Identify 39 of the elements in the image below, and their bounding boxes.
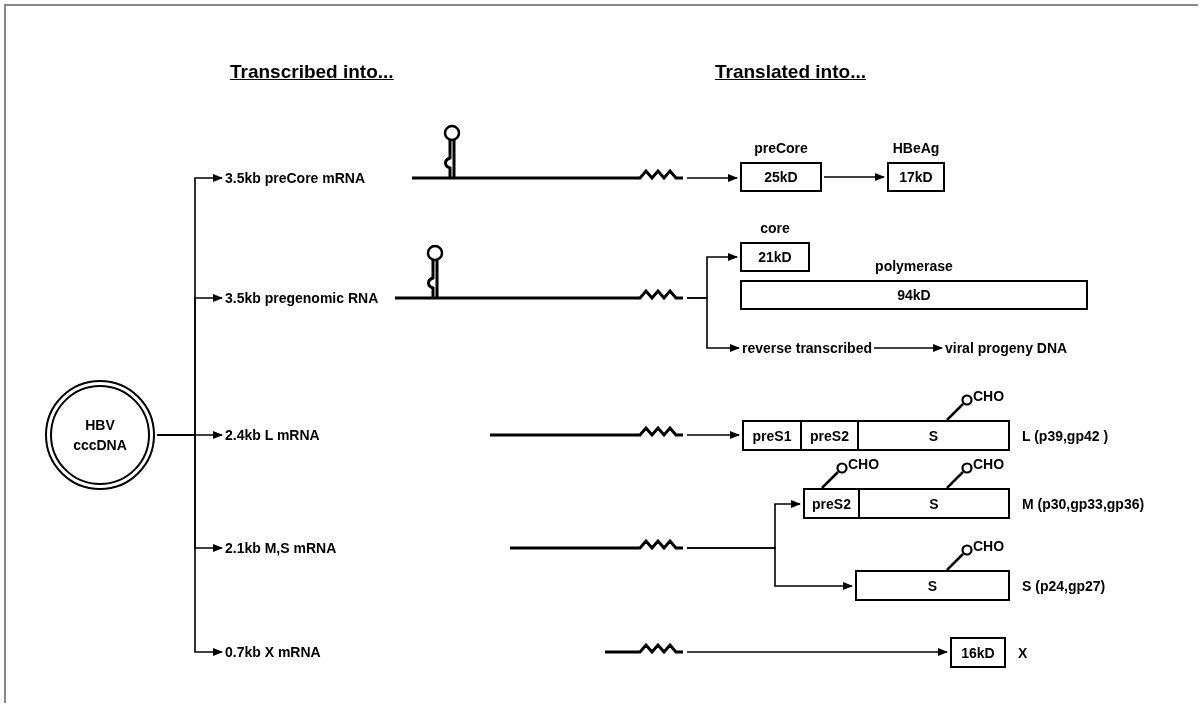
arrow xyxy=(686,547,853,590)
protein-domain: S xyxy=(860,490,1008,517)
arrow xyxy=(686,431,740,439)
transcript-label: 3.5kb preCore mRNA xyxy=(225,169,366,187)
transcript-label: 0.7kb X mRNA xyxy=(225,643,321,661)
protein-domain: preS2 xyxy=(802,422,859,449)
arrow xyxy=(823,173,885,181)
protein-domain: preS1 xyxy=(744,422,802,449)
arrow xyxy=(686,297,740,352)
glycan-label: CHO xyxy=(973,387,1005,405)
product-label: viral progeny DNA xyxy=(945,339,1068,357)
arrow xyxy=(686,174,738,182)
process-label: reverse transcribed xyxy=(742,339,872,357)
protein-name: core xyxy=(759,220,791,238)
glycan-label: CHO xyxy=(973,537,1005,555)
protein-domain: S xyxy=(859,422,1008,449)
protein-domain: preS2 xyxy=(805,490,860,517)
protein-box: 25kD xyxy=(740,162,822,192)
protein-name: preCore xyxy=(753,140,809,158)
transcript-label: 2.4kb L mRNA xyxy=(225,426,320,444)
column-heading: Transcribed into... xyxy=(230,60,394,84)
column-heading: Translated into... xyxy=(715,60,866,84)
protein-box: 94kD xyxy=(740,280,1088,310)
transcript-label: 2.1kb M,S mRNA xyxy=(225,539,337,557)
arrow xyxy=(873,344,943,352)
protein-label: M (p30,gp33,gp36) xyxy=(1022,494,1145,513)
transcript-label: 3.5kb pregenomic RNA xyxy=(225,289,379,307)
glycan-label: CHO xyxy=(973,455,1005,473)
protein-box: 17kD xyxy=(887,162,945,192)
protein-box: 21kD xyxy=(740,242,810,272)
protein-name: HBeAg xyxy=(891,140,941,158)
protein-label: S (p24,gp27) xyxy=(1022,576,1106,595)
protein-name: polymerase xyxy=(874,258,954,276)
protein-label: L (p39,gp42 ) xyxy=(1022,426,1109,445)
arrow xyxy=(686,648,948,656)
protein-label: X xyxy=(1018,643,1028,662)
glycan-label: CHO xyxy=(848,455,880,473)
cccdna-circle: HBV cccDNA xyxy=(45,380,155,490)
arrow xyxy=(156,434,223,656)
